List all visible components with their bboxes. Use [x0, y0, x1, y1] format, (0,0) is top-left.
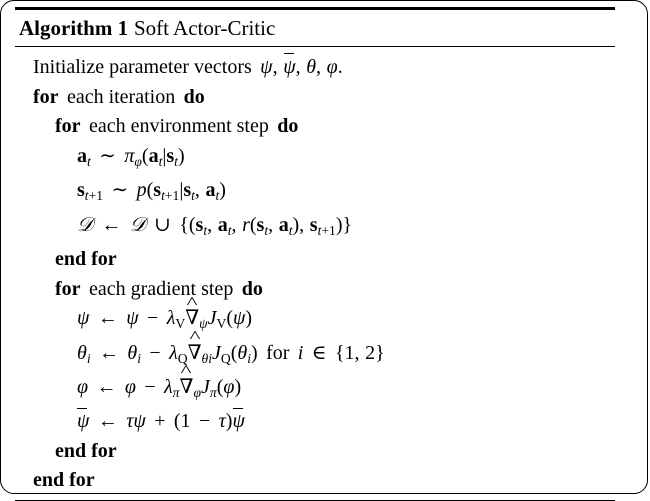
- line-update-replay-buffer: 𝒟←𝒟∪{(st,at,r(st,at),st+1)}: [77, 212, 353, 238]
- keyword-do: do: [277, 115, 299, 137]
- keyword-end-for: end for: [33, 469, 95, 492]
- algorithm-label: Algorithm 1: [19, 16, 129, 40]
- keyword-for: for: [55, 115, 81, 137]
- line-sample-next-state: st+1∼p(st+1|st,at): [77, 178, 226, 203]
- line-update-psi: ψ←ψ−λV∇ψJV(ψ): [15, 304, 615, 338]
- keyword-end-for: end for: [55, 248, 117, 271]
- algorithm-name: Soft Actor-Critic: [133, 16, 276, 40]
- keyword-for: for: [55, 277, 81, 300]
- keyword-do: do: [241, 277, 263, 300]
- line-update-phi: φ←φ−λπ∇φJπ(φ): [15, 373, 615, 407]
- line-end-for-gradient-step: end for: [15, 437, 615, 467]
- algorithm-title-rule: [15, 46, 615, 47]
- keyword-end-for: end for: [55, 439, 117, 462]
- line-end-for-environment-step: end for: [15, 245, 615, 275]
- line-update-psi-bar: ψ←τψ+(1−τ)ψ: [15, 407, 615, 437]
- line-end-for-iteration: end for: [15, 466, 615, 496]
- line-sample-action: at∼πφ(at|st): [77, 144, 185, 169]
- keyword-for: for: [33, 85, 59, 108]
- algorithm-top-rule: [15, 7, 615, 10]
- keyword-do: do: [183, 85, 205, 108]
